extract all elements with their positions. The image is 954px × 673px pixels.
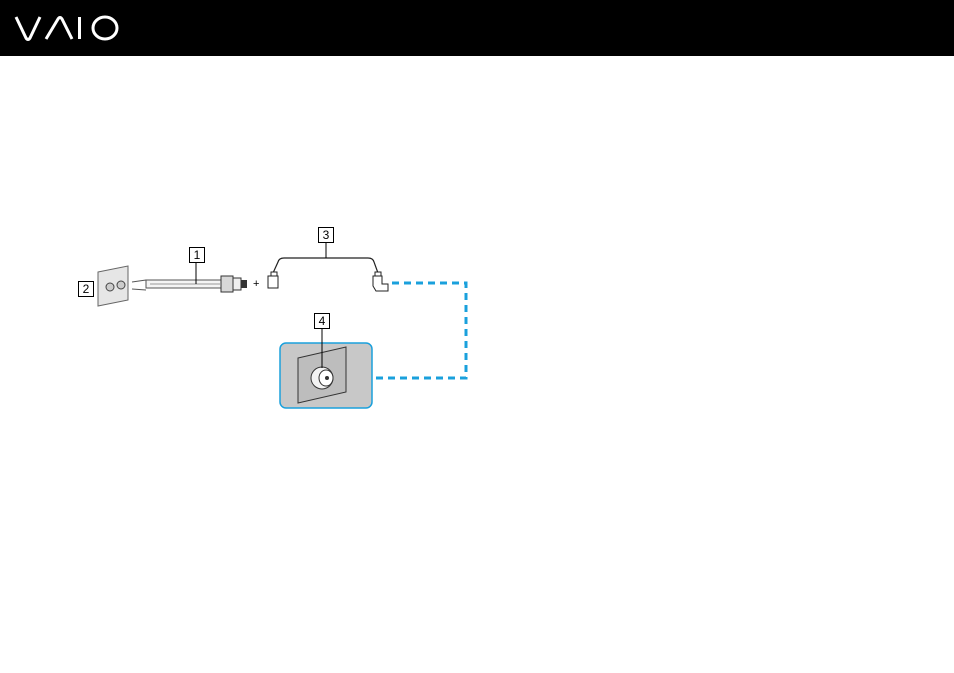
callout-3: 3 bbox=[318, 227, 334, 243]
callout-4: 4 bbox=[314, 313, 330, 329]
antenna-cable bbox=[132, 261, 247, 292]
computer-port-panel bbox=[280, 328, 372, 408]
callout-1: 1 bbox=[189, 247, 205, 263]
wall-antenna-outlet bbox=[98, 266, 128, 306]
plus-sign: + bbox=[253, 279, 259, 290]
adapter-cable bbox=[268, 242, 388, 291]
callout-2: 2 bbox=[78, 281, 94, 297]
